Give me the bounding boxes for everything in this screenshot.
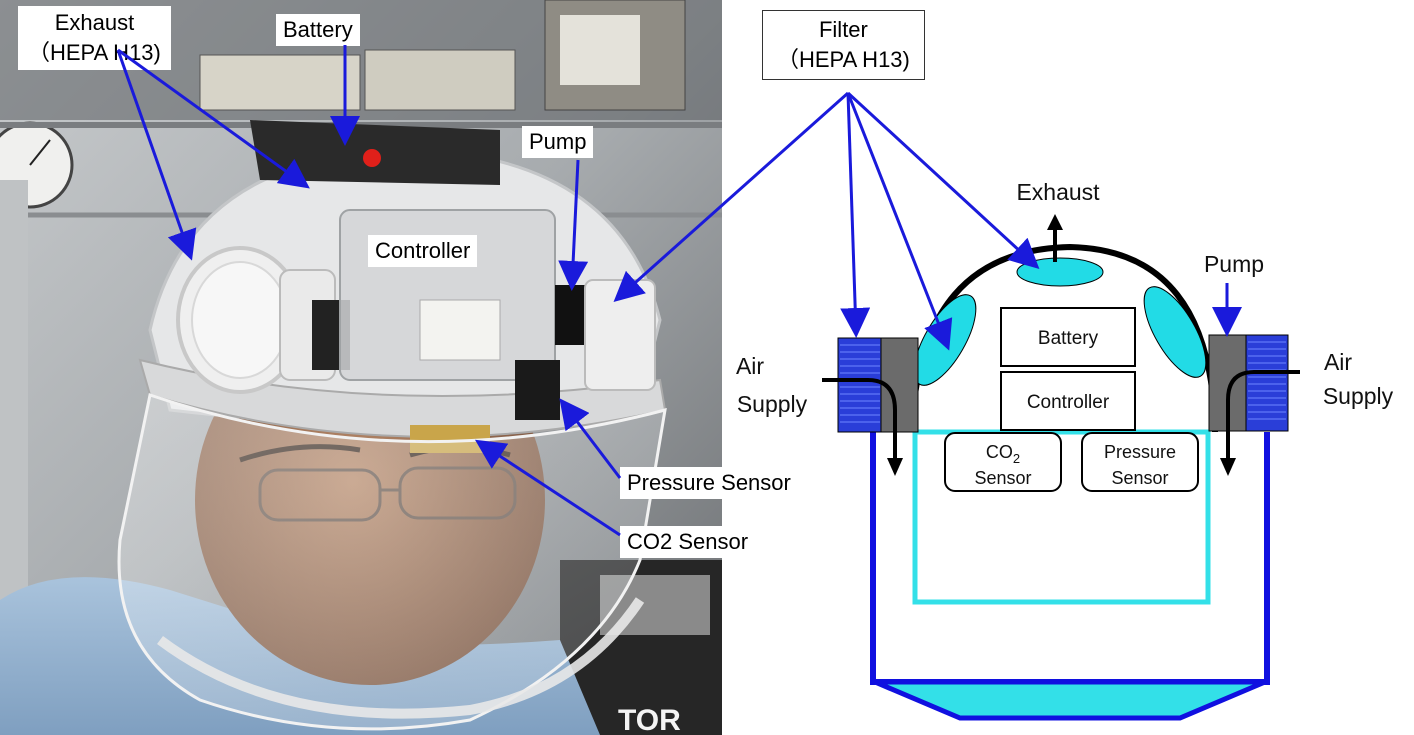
filter-label-line1: Filter xyxy=(818,17,868,42)
exhaust-label-line1: Exhaust xyxy=(54,10,135,35)
air-supply-left-line2: Supply xyxy=(737,391,808,417)
controller-box-schematic xyxy=(1000,371,1136,431)
helmet-photo: TOR Exhaust （HEPA H13) Battery Pump Cont… xyxy=(0,0,791,735)
co2-main: CO xyxy=(986,442,1013,462)
right-filter-block xyxy=(1245,334,1289,432)
schematic-diagram: Battery Controller CO2 Sensor Pressure S… xyxy=(736,179,1394,721)
co2-formula-text: CO2 xyxy=(986,442,1020,466)
exhaust-arrow xyxy=(1047,214,1063,230)
air-supply-right-line2: Supply xyxy=(1323,383,1394,409)
helmet-schematic: Battery Controller CO2 Sensor Pressure S… xyxy=(722,0,1414,735)
controller-text: Controller xyxy=(1027,392,1110,413)
co2-sensor-box xyxy=(944,432,1062,492)
bottom-seal xyxy=(874,679,1266,721)
pressure-text-line2: Sensor xyxy=(1111,468,1168,488)
top-filter xyxy=(1016,257,1104,287)
co2-sensor-label-photo: CO2 Sensor xyxy=(620,526,756,558)
air-supply-right-line1: Air xyxy=(1324,349,1352,375)
left-filter-block xyxy=(837,337,882,433)
photo-illustration: TOR xyxy=(0,0,722,735)
co2-sensor-word: Sensor xyxy=(974,468,1031,488)
pressure-text-line1: Pressure xyxy=(1104,442,1176,462)
exhaust-text: Exhaust xyxy=(1016,179,1100,205)
right-air-arrow xyxy=(1220,458,1236,476)
exhaust-label: Exhaust （HEPA H13) xyxy=(18,6,171,70)
filter-label-line2: （HEPA H13) xyxy=(777,47,910,72)
co2-subscript: 2 xyxy=(1013,451,1020,466)
pump-text: Pump xyxy=(1204,251,1264,277)
equipment-stamp-text: TOR xyxy=(618,704,681,735)
right-filter xyxy=(1143,286,1207,378)
filter-label: Filter （HEPA H13) xyxy=(762,10,925,80)
inner-chamber xyxy=(912,429,1211,605)
controller-label-photo: Controller xyxy=(368,235,478,267)
left-air-arrow xyxy=(887,458,903,476)
instrument-panel xyxy=(199,54,361,111)
air-supply-left-line1: Air xyxy=(736,353,764,379)
pressure-sensor-photo xyxy=(515,360,560,420)
pump-label-photo: Pump xyxy=(522,126,594,158)
exhaust-label-line2: （HEPA H13) xyxy=(28,40,161,65)
battery-box-schematic xyxy=(1000,307,1136,367)
battery-text: Battery xyxy=(1038,328,1099,349)
battery-label: Battery xyxy=(276,14,360,46)
pressure-sensor-box xyxy=(1081,432,1199,492)
pressure-sensor-label-photo: Pressure Sensor xyxy=(620,467,798,499)
